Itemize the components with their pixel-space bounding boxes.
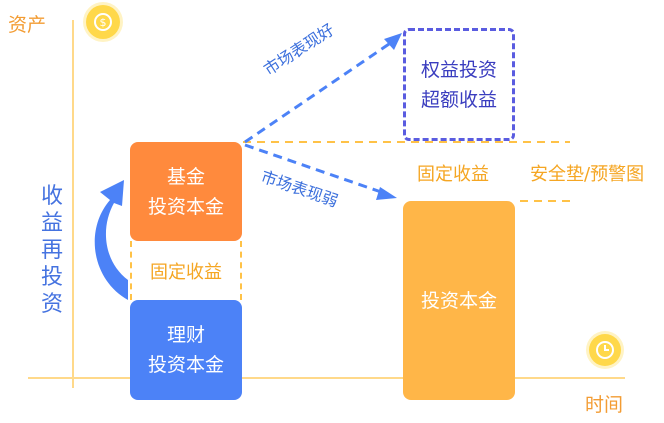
reinvest-char: 资 (40, 292, 63, 317)
reinvest-text: 收 益 再 投 资 (40, 183, 64, 318)
arrow-weak-head (376, 187, 397, 200)
left-fixed-income-label: 固定收益 (150, 261, 222, 283)
reinvest-char: 投 (40, 265, 63, 290)
fund-principal-box: 基金 投资本金 (130, 142, 242, 241)
fund-line2: 投资本金 (147, 195, 224, 218)
reinvest-char: 益 (40, 211, 63, 236)
arrow-weak-line (244, 143, 385, 195)
coin-icon: $ (86, 5, 120, 39)
x-axis-label: 时间 (585, 394, 624, 416)
reinvest-char: 收 (40, 184, 63, 209)
svg-text:$: $ (100, 16, 107, 29)
wealth-line1: 理财 (166, 324, 205, 346)
right-fixed-income-label: 固定收益 (417, 164, 489, 185)
excess-return-box: 权益投资 超额收益 (403, 28, 515, 141)
right-principal-label: 投资本金 (420, 289, 497, 312)
fund-line1: 基金 (166, 165, 205, 188)
arrow-good-head (384, 33, 402, 50)
safety-cushion-label: 安全垫/预警图 (530, 164, 645, 185)
excess-line1: 权益投资 (420, 58, 497, 81)
left-fixed-income-box: 固定收益 (130, 241, 242, 300)
right-principal-box: 投资本金 (403, 201, 515, 400)
clock-icon (589, 334, 621, 366)
wealth-line2: 投资本金 (147, 354, 224, 376)
reinvest-arrow (94, 180, 128, 300)
y-axis-label: 资产 (8, 14, 47, 36)
wealth-principal-box: 理财 投资本金 (130, 300, 242, 400)
reinvest-char: 再 (40, 238, 63, 263)
excess-line2: 超额收益 (420, 88, 497, 111)
